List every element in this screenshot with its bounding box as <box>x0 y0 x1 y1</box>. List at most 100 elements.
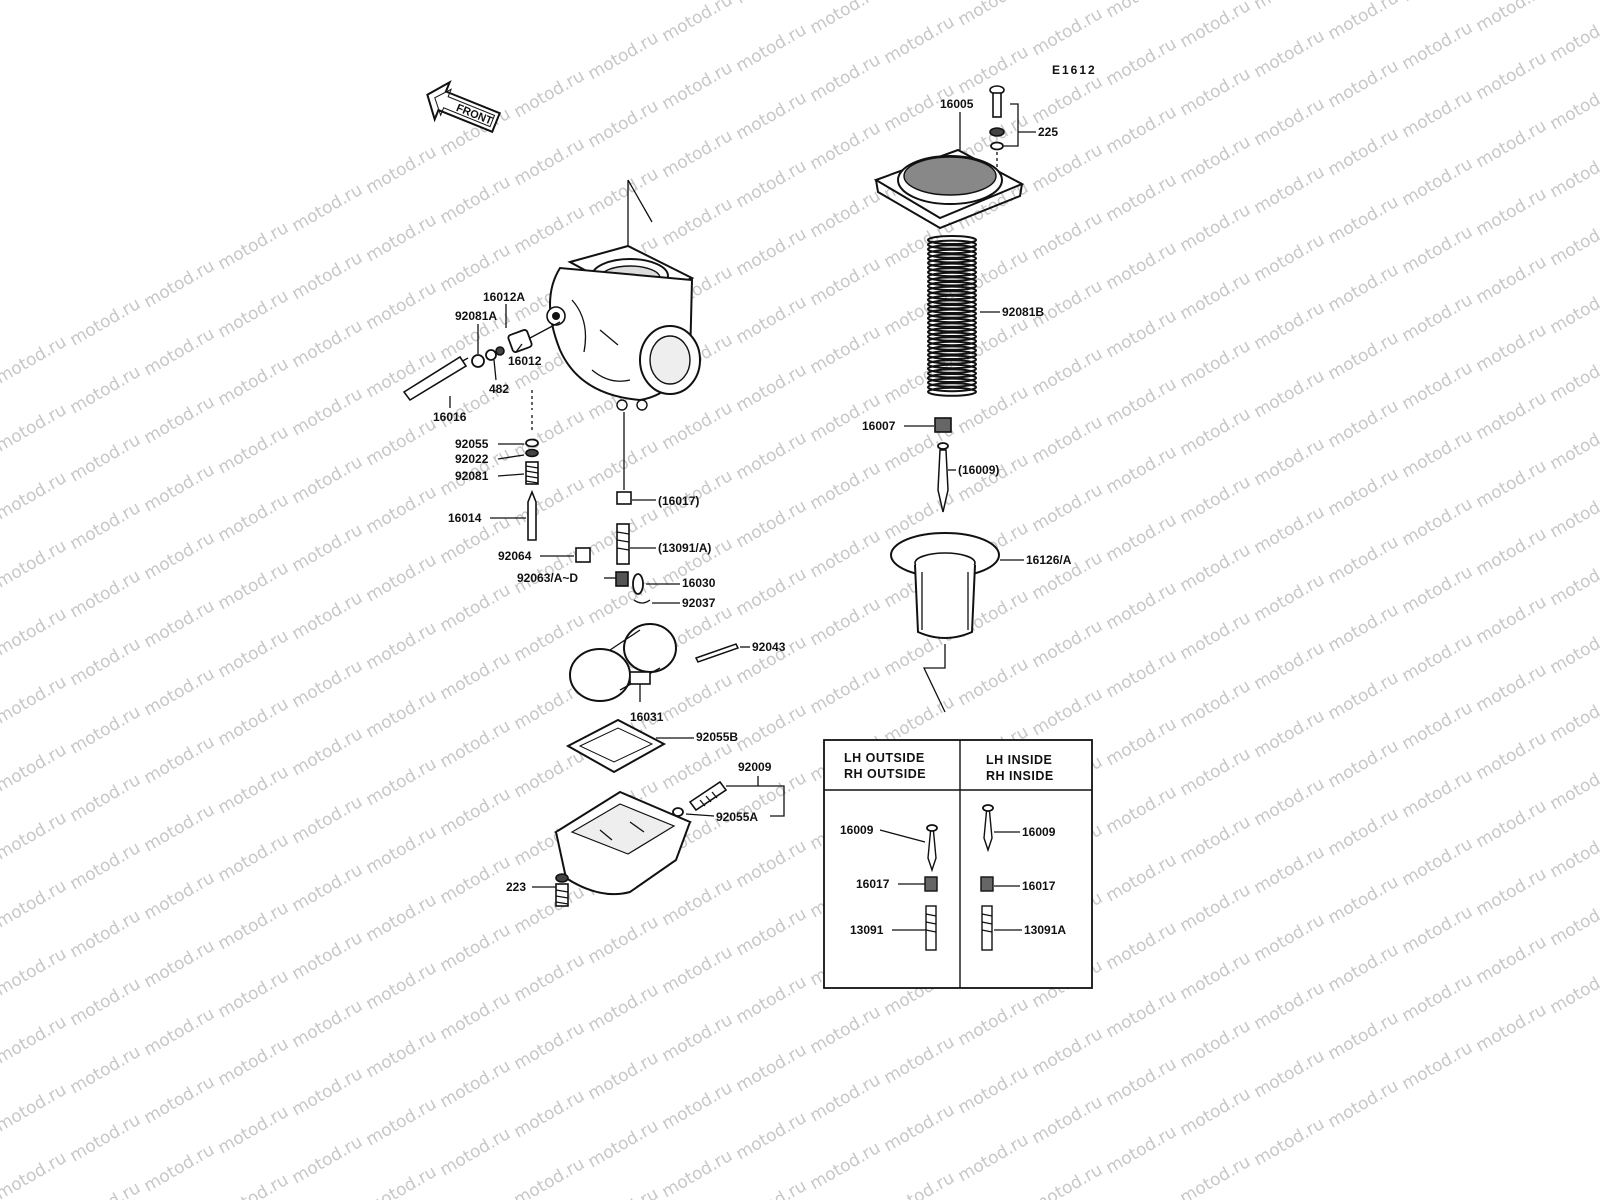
watermark-text: motod.ru <box>0 1012 70 1068</box>
pilot-screw-group <box>402 321 561 402</box>
watermark-text: motod.ru <box>1029 684 1107 740</box>
callout-482: 482 <box>489 382 509 396</box>
watermark-text: motod.ru <box>437 648 515 704</box>
callout-16126A: 16126/A <box>1026 553 1072 567</box>
watermark-text: motod.ru <box>141 460 219 516</box>
watermark-text: motod.ru <box>1547 894 1600 950</box>
watermark-text: motod.ru <box>1325 872 1403 928</box>
watermark-text: motod.ru <box>1399 1038 1477 1094</box>
needle-jet-stack <box>525 390 539 541</box>
watermark-text: motod.ru <box>733 428 811 484</box>
watermark-text: motod.ru <box>215 490 293 546</box>
watermark-text: motod.ru <box>1177 1084 1255 1140</box>
float-bowl-gasket <box>565 718 667 774</box>
watermark-text: motod.ru <box>881 12 959 68</box>
watermark-text: motod.ru <box>955 0 1033 30</box>
callout-16012: 16012 <box>508 354 542 368</box>
spring-coil <box>927 248 977 259</box>
watermark-text: motod.ru <box>67 1042 145 1098</box>
watermark-text: motod.ru <box>1251 366 1329 422</box>
spring-coil <box>927 258 977 268</box>
watermark-text: motod.ru <box>1103 170 1181 226</box>
watermark-text: motod.ru <box>1103 442 1181 498</box>
spring-coil <box>927 377 977 388</box>
watermark-text: motod.ru <box>1547 78 1600 134</box>
watermark-text: motod.ru <box>289 316 367 372</box>
watermark-text: motod.ru <box>1473 796 1551 852</box>
watermark-text: motod.ru <box>1473 48 1551 104</box>
watermark-text: motod.ru <box>1547 826 1600 882</box>
callout-92064: 92064 <box>498 549 532 563</box>
watermark-text: motod.ru <box>1029 208 1107 264</box>
bowl-screw <box>555 873 569 907</box>
spring-coil <box>927 359 977 370</box>
watermark-text: motod.ru <box>215 626 293 682</box>
watermark-text: motod.ru <box>1251 978 1329 1034</box>
watermark-text: motod.ru <box>1399 970 1477 1026</box>
watermark-text: motod.ru <box>1177 132 1255 188</box>
watermark-text: motod.ru <box>141 528 219 584</box>
watermark-text: motod.ru <box>1103 850 1181 906</box>
callout-92063: 92063/A~D <box>517 571 578 585</box>
float-pin <box>694 643 740 663</box>
watermark-text: motod.ru <box>437 1056 515 1112</box>
watermark-text: motod.ru <box>67 838 145 894</box>
diaphragm-spring <box>927 235 977 397</box>
watermark-text: motod.ru <box>1325 260 1403 316</box>
watermark-text: motod.ru <box>1399 86 1477 142</box>
watermark-text: motod.ru <box>0 808 70 864</box>
callout-13091A: (13091/A) <box>658 541 711 555</box>
watermark-text: motod.ru <box>67 974 145 1030</box>
watermark-text: motod.ru <box>1547 554 1600 610</box>
watermark-text: motod.ru <box>67 294 145 350</box>
watermark-text: motod.ru <box>1325 0 1403 44</box>
watermark-text: motod.ru <box>1399 426 1477 482</box>
spring-coil <box>927 304 977 314</box>
watermark-text: motod.ru <box>215 354 293 410</box>
watermark-text: motod.ru <box>659 1078 737 1134</box>
watermark-text: motod.ru <box>363 278 441 334</box>
watermark-text: motod.ru <box>67 702 145 758</box>
watermark-text: motod.ru <box>733 0 811 8</box>
watermark-text: motod.ru <box>1103 918 1181 974</box>
watermark-text: motod.ru <box>363 142 441 198</box>
watermark-text: motod.ru <box>1399 222 1477 278</box>
watermark-text: motod.ru <box>1103 578 1181 634</box>
jet-needle <box>934 417 952 513</box>
watermark-text: motod.ru <box>1473 184 1551 240</box>
variant-table: LH OUTSIDE RH OUTSIDE LH INSIDE RH INSID… <box>823 739 1093 989</box>
watermark-text: motod.ru <box>289 452 367 508</box>
watermark-text: motod.ru <box>0 1148 70 1200</box>
spring-coil <box>927 244 977 255</box>
watermark-text: motod.ru <box>1029 344 1107 400</box>
watermark-text: motod.ru <box>1473 592 1551 648</box>
watermark-text: motod.ru <box>1325 1008 1403 1064</box>
watermark-text: motod.ru <box>363 822 441 878</box>
watermark-text: motod.ru <box>511 1086 589 1142</box>
watermark-text: motod.ru <box>733 564 811 620</box>
watermark-text: motod.ru <box>0 876 70 932</box>
watermark-text: motod.ru <box>1399 630 1477 686</box>
spring-coil <box>927 290 977 301</box>
watermark-text: motod.ru <box>437 716 515 772</box>
callout-16005: 16005 <box>940 97 974 111</box>
watermark-text: motod.ru <box>1325 532 1403 588</box>
watermark-text: motod.ru <box>659 194 737 250</box>
watermark-text: motod.ru <box>289 724 367 780</box>
watermark-text: motod.ru <box>659 0 737 46</box>
watermark-text: motod.ru <box>1029 1092 1107 1148</box>
table-left-part-3: 13091 <box>850 923 884 937</box>
watermark-text: motod.ru <box>807 0 885 38</box>
spring-coil <box>927 317 977 328</box>
watermark-text: motod.ru <box>289 180 367 236</box>
watermark-text: motod.ru <box>0 1080 70 1136</box>
watermark-text: motod.ru <box>659 1146 737 1200</box>
watermark-text: motod.ru <box>67 362 145 418</box>
watermark-text: motod.ru <box>1547 486 1600 542</box>
watermark-text: motod.ru <box>141 868 219 924</box>
watermark-text: motod.ru <box>1547 690 1600 746</box>
watermark-text: motod.ru <box>733 1040 811 1096</box>
watermark-text: motod.ru <box>511 474 589 530</box>
